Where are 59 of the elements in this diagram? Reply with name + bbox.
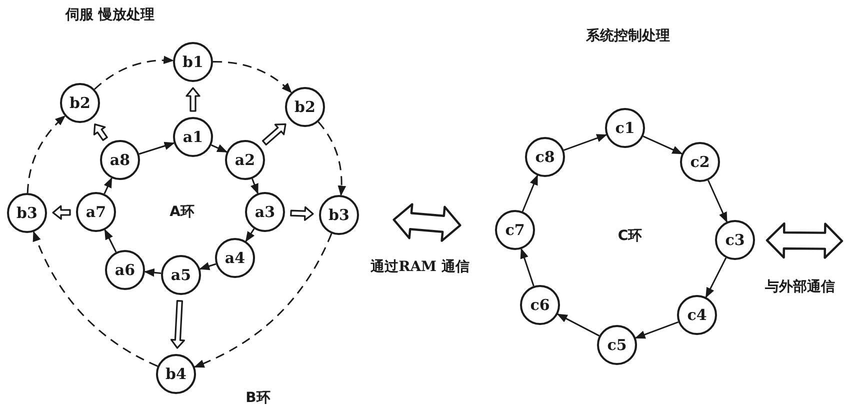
hollow-arrow (290, 206, 314, 221)
arrow (522, 174, 538, 212)
arrow (138, 142, 175, 155)
arrow (556, 314, 600, 336)
edge-label: 与外部通信 (763, 278, 837, 296)
dashed-arrow (212, 60, 292, 94)
dashed-arrow (94, 56, 174, 90)
arrow (199, 262, 216, 270)
hollow-arrow (52, 205, 71, 220)
hollow-arrow (170, 300, 185, 349)
node-circle: b3 (7, 193, 47, 233)
arrow (144, 268, 162, 277)
double-arrow (392, 203, 462, 242)
arrow (520, 248, 534, 286)
hollow-arrow (93, 124, 108, 141)
node-circle: b3 (319, 195, 359, 235)
hollow-arrow (186, 87, 200, 112)
node-circle: a2 (225, 140, 265, 180)
node-circle: c3 (715, 220, 755, 260)
dashed-arrow (32, 230, 158, 367)
arrow (705, 258, 727, 298)
double-arrow (766, 222, 844, 259)
node-circle: a7 (76, 192, 116, 232)
arrow (708, 180, 728, 223)
node-circle: c6 (520, 285, 560, 325)
section-heading: 伺服 慢放处理 (66, 6, 154, 24)
node-circle: c4 (677, 295, 717, 335)
section-heading: 系统控制处理 (586, 27, 670, 45)
node-circle: a1 (173, 117, 213, 157)
arrow (245, 228, 255, 242)
node-circle: a4 (215, 238, 255, 278)
ring-label: A环 (170, 203, 194, 221)
arrow (642, 136, 683, 154)
edge-label: 通过RAM 通信 (368, 258, 472, 276)
arrow (634, 321, 679, 339)
node-circle: c2 (680, 142, 720, 182)
node-circle: a3 (245, 192, 285, 232)
node-circle: a6 (105, 250, 145, 290)
node-circle: a8 (100, 140, 140, 180)
arrow (104, 228, 117, 252)
node-circle: b1 (173, 42, 213, 82)
hollow-arrow (262, 123, 286, 146)
arrow (210, 144, 228, 153)
arrow (104, 177, 112, 194)
node-circle: c1 (605, 108, 645, 148)
node-circle: c5 (597, 325, 637, 365)
dashed-arrow (194, 233, 332, 368)
ring-label: B环 (246, 389, 270, 407)
arrow (250, 178, 259, 194)
node-circle: b4 (156, 354, 196, 394)
node-circle: b2 (60, 83, 100, 123)
node-circle: a5 (161, 255, 201, 295)
arrow (564, 134, 608, 151)
dashed-arrow (26, 115, 66, 194)
dashed-arrow (318, 121, 346, 196)
node-circle: c8 (525, 137, 565, 177)
node-circle: c7 (495, 210, 535, 250)
ring-label: C环 (618, 227, 642, 245)
node-circle: b2 (285, 87, 325, 127)
